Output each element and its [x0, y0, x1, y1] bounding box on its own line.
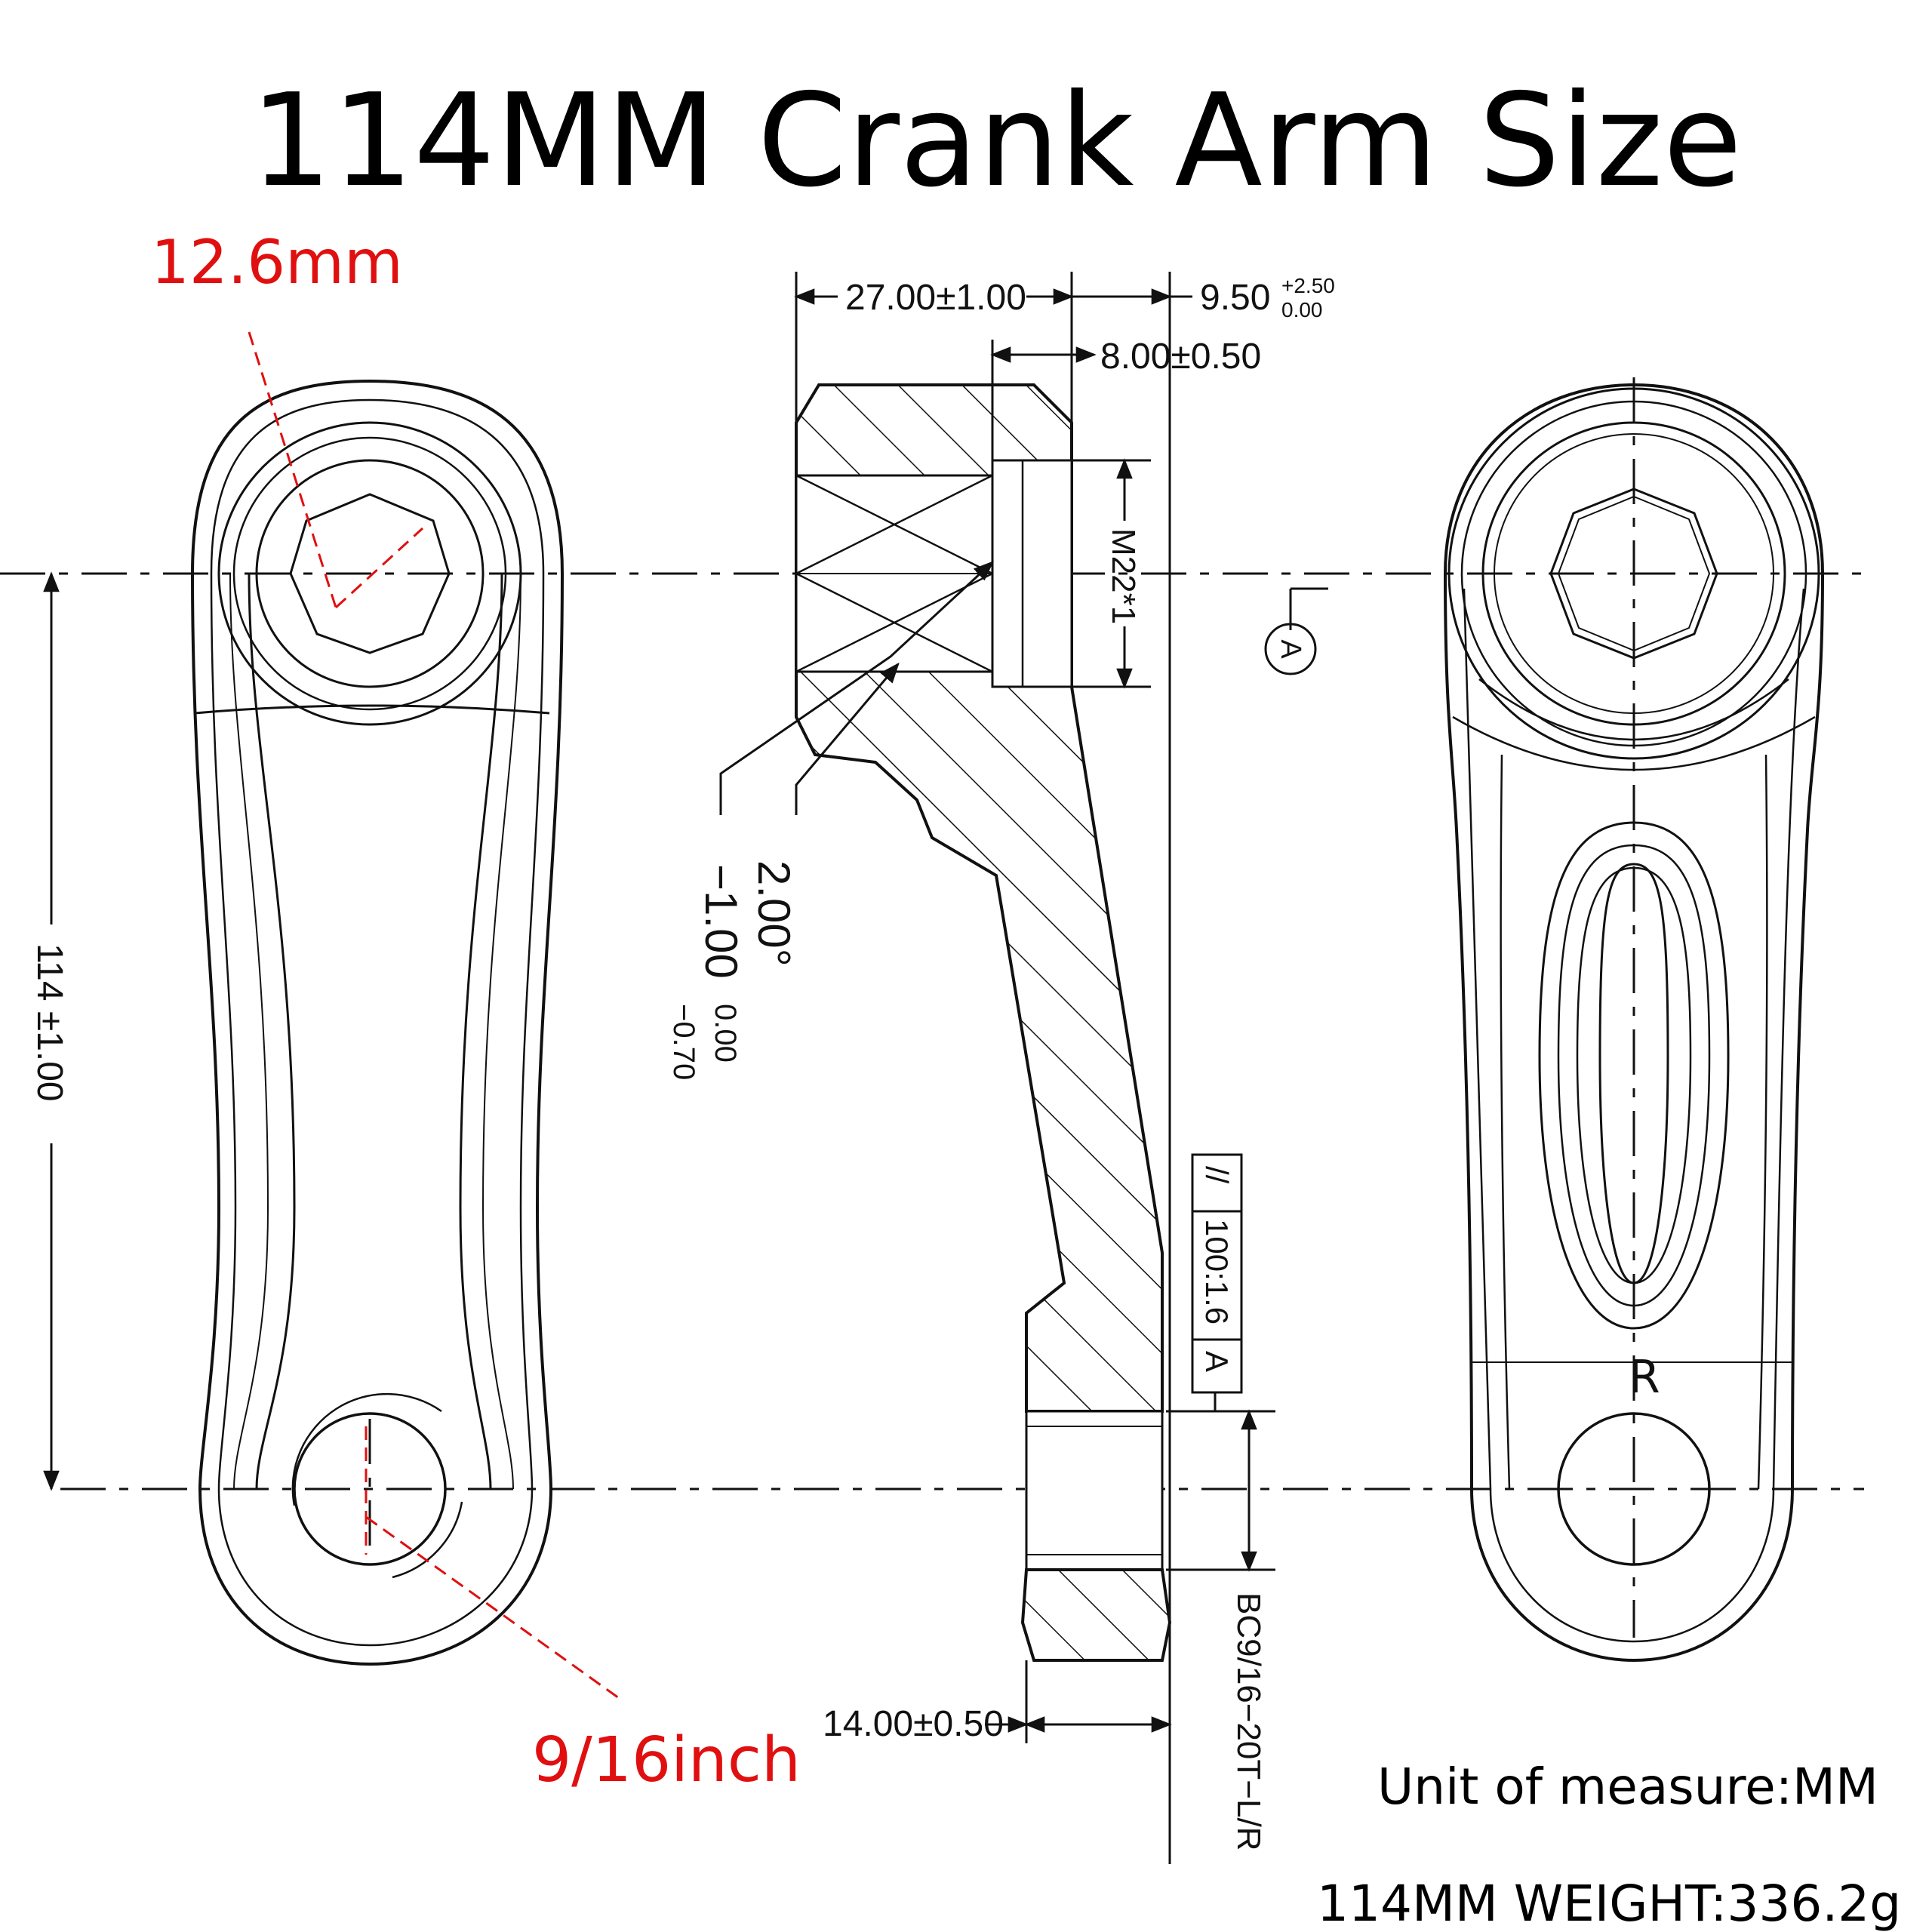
width-label: 27.00±1.00	[845, 278, 1026, 318]
offset-main: 9.50	[1200, 278, 1270, 318]
angle-label: 2.00°	[749, 860, 799, 967]
left-arm-outline	[190, 379, 565, 1666]
offset-tol-lower: 0.00	[1281, 298, 1323, 321]
length-label: 114 ±1.00	[29, 943, 69, 1102]
pedal-thread-spec: BC9/16−20T−L/R	[1230, 1592, 1267, 1850]
offset-tol-upper: +2.50	[1281, 274, 1335, 297]
weight-note: 114MM WEIGHT:336.2g	[1317, 1875, 1901, 1932]
tolerance-symbol: //	[1199, 1166, 1235, 1184]
right-center-slot-inner	[1598, 863, 1669, 1284]
datum-a-symbol: A	[1264, 623, 1317, 675]
side-mark: R	[1629, 1351, 1660, 1404]
taper-label: −1.00	[696, 864, 746, 979]
page-title: 114MM Crank Arm Size	[251, 66, 1743, 216]
left-view	[190, 379, 565, 1666]
datum-a-label: A	[1275, 639, 1306, 659]
pedal-thread-annotation: 9/16inch	[532, 1724, 801, 1796]
section-pedal-boss	[1020, 1568, 1172, 1662]
depth-label: 8.00±0.50	[1100, 337, 1261, 377]
right-view	[1443, 383, 1825, 1663]
unit-note: Unit of measure:MM	[1377, 1758, 1878, 1816]
pedal-boss-label: 14.00±0.50	[823, 1704, 1004, 1744]
tolerance-datum: A	[1199, 1351, 1235, 1372]
right-center-slot-outer	[1538, 821, 1730, 1330]
taper-tol-upper: 0.00	[709, 1004, 742, 1063]
spindle-thread-label: M22*1	[1105, 528, 1142, 624]
square-taper-annotation: 12.6mm	[151, 227, 403, 297]
middle-section	[795, 383, 1172, 1662]
red-leaders	[248, 331, 620, 1700]
tolerance-frame: // 100:1.6 A	[1191, 1153, 1243, 1394]
right-square-taper	[1549, 488, 1718, 660]
taper-tol-lower: −0.70	[667, 1004, 700, 1080]
right-arm-outline	[1443, 383, 1825, 1663]
offset-label: 9.50	[1200, 278, 1270, 318]
tolerance-value: 100:1.6	[1199, 1219, 1235, 1324]
left-square-taper	[289, 493, 451, 654]
